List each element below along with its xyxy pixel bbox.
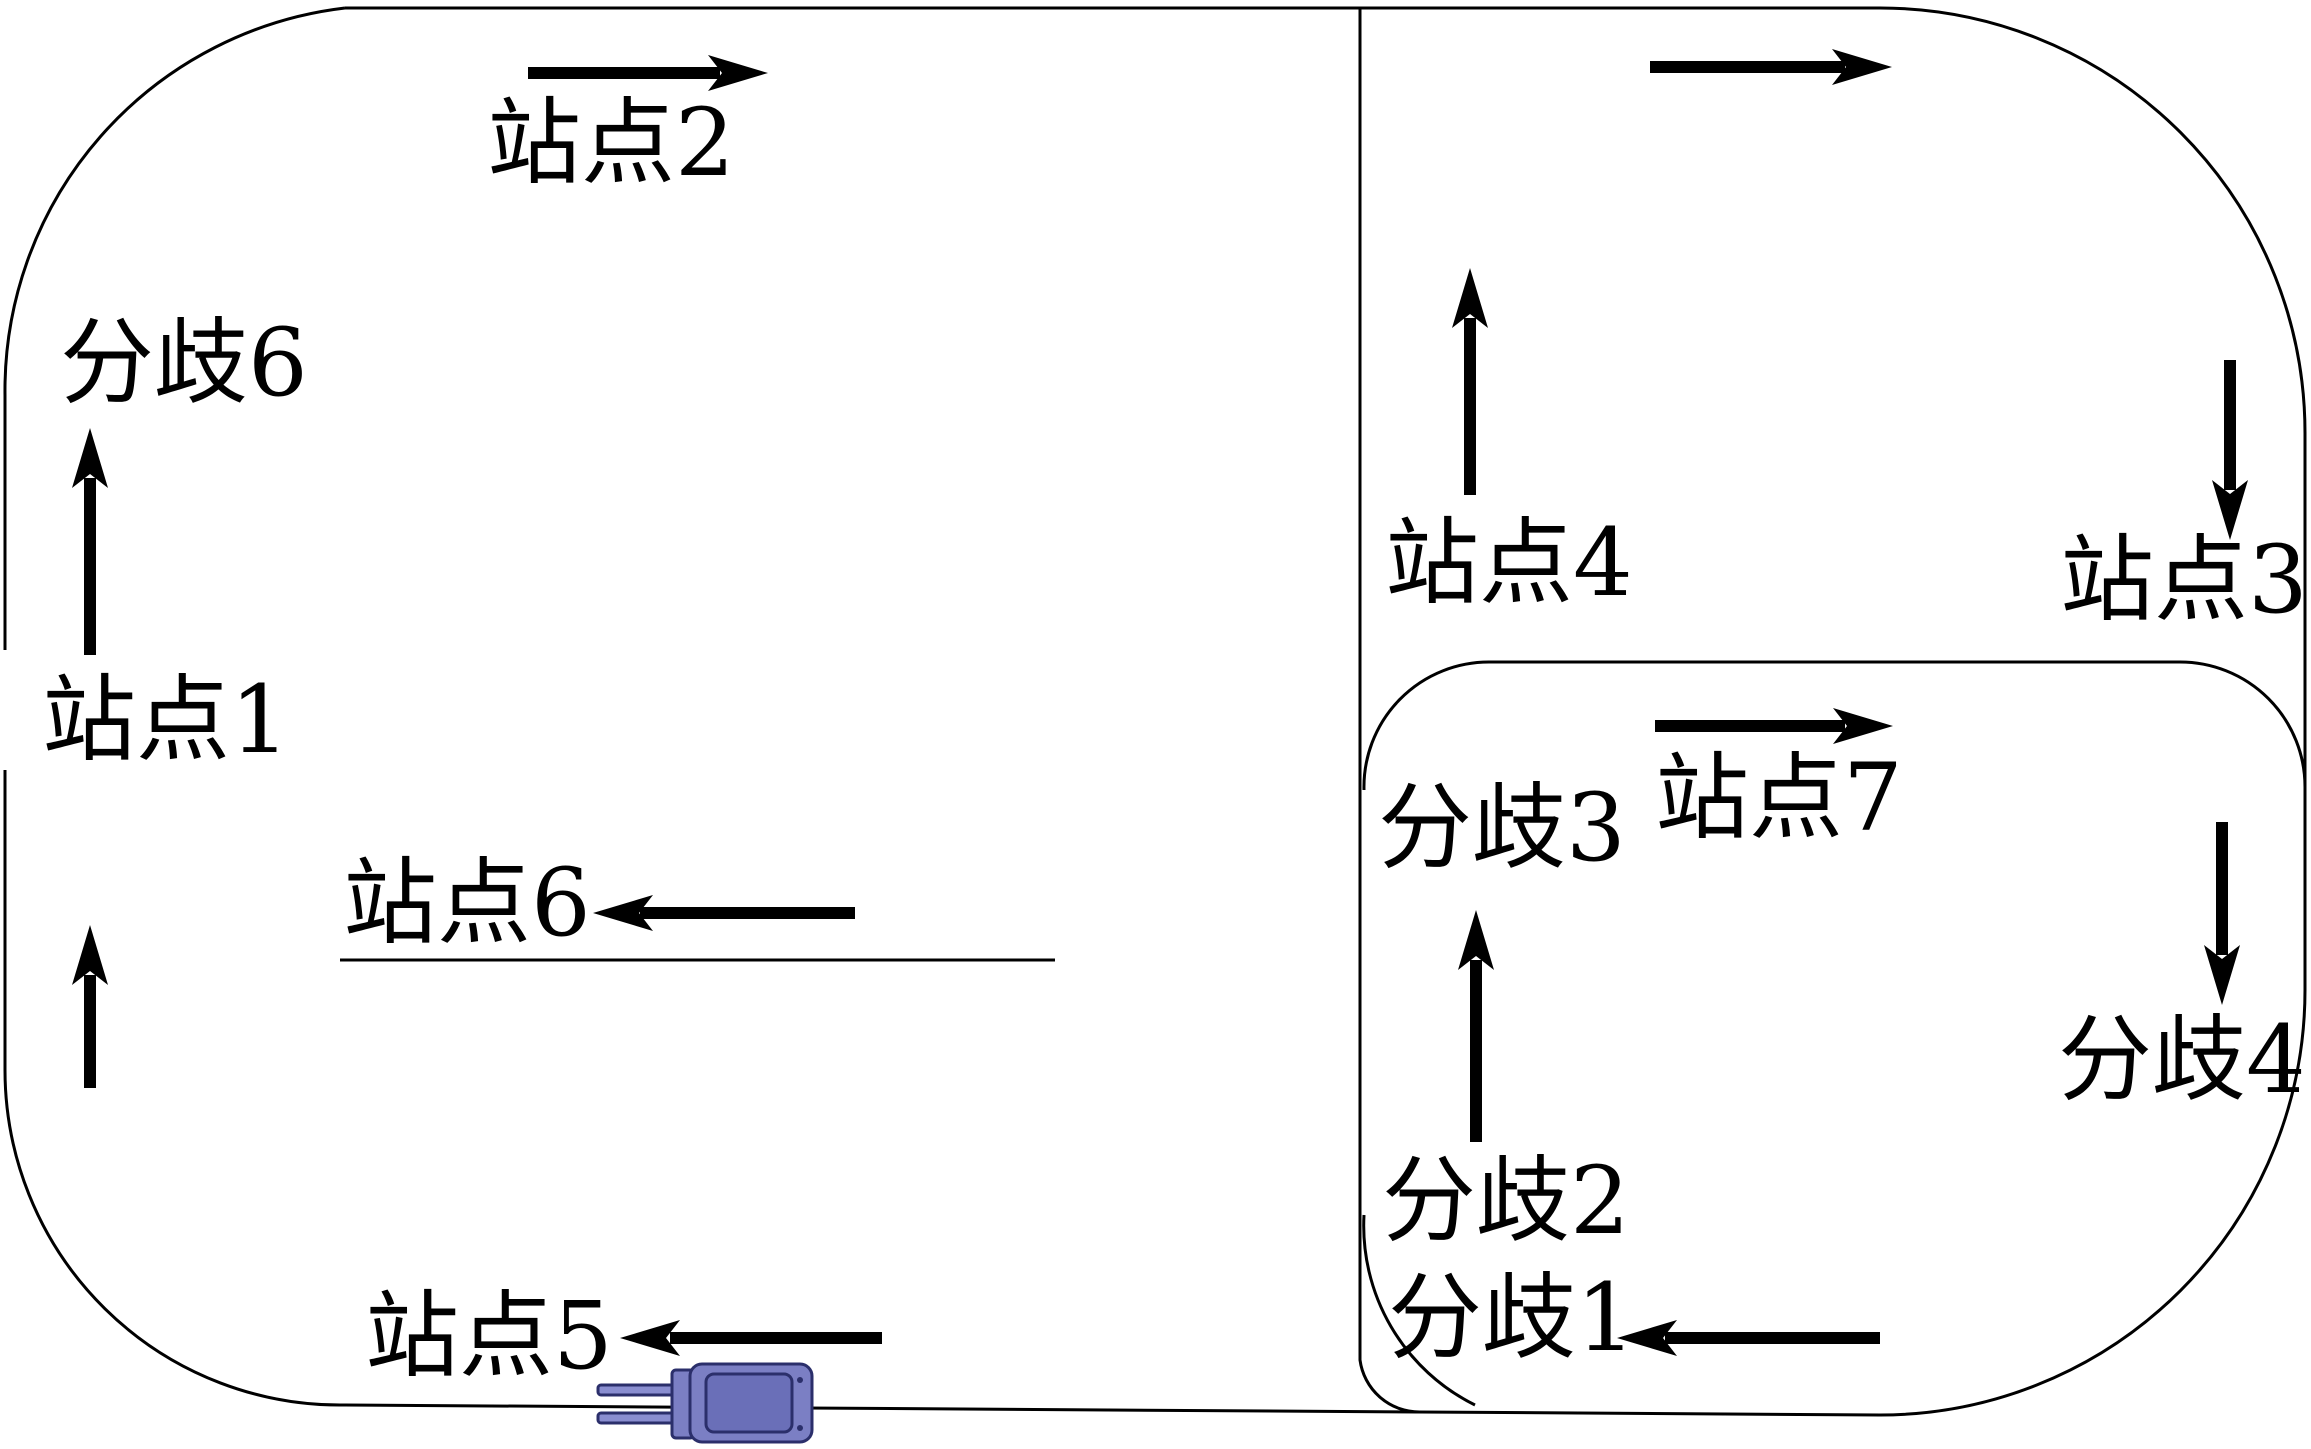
branch-1-label: 分歧1 xyxy=(1388,1264,1636,1373)
branch-4-label: 分歧4 xyxy=(2058,1006,2306,1115)
arrow-lower-left-up xyxy=(72,925,108,1088)
arrow-branch-2-up xyxy=(1458,910,1494,1142)
arrow-branch-1-left xyxy=(1617,1320,1880,1356)
arrow-station-7-right xyxy=(1655,708,1893,744)
outer-track xyxy=(3,6,2307,1417)
arrow-top-right-right xyxy=(1650,49,1892,85)
arrow-station-6-left xyxy=(593,895,855,931)
arrow-station-5-left xyxy=(620,1320,882,1356)
station-5-label: 站点5 xyxy=(365,1282,613,1391)
station-2-label: 站点2 xyxy=(487,89,735,198)
station-6-label: 站点6 xyxy=(343,849,591,958)
arrow-station-1-up xyxy=(72,428,108,655)
station-7-label: 站点7 xyxy=(1655,744,1903,853)
agv-vehicle-icon xyxy=(596,1362,814,1444)
arrow-branch-4-down xyxy=(2204,822,2240,1005)
station-1-label: 站点1 xyxy=(42,666,290,775)
inner-loop-track xyxy=(1362,660,2307,1407)
middle-divider-track xyxy=(1358,8,1421,1414)
arrow-station-3-down xyxy=(2212,360,2248,540)
station-3-label: 站点3 xyxy=(2060,526,2308,635)
branch-3-label: 分歧3 xyxy=(1378,774,1626,883)
arrow-station-2-right xyxy=(528,55,768,91)
branch-2-label: 分歧2 xyxy=(1382,1147,1630,1256)
branch-6-label: 分歧6 xyxy=(60,309,308,418)
station-4-label: 站点4 xyxy=(1385,509,1633,618)
arrow-station-4-up xyxy=(1452,268,1488,495)
